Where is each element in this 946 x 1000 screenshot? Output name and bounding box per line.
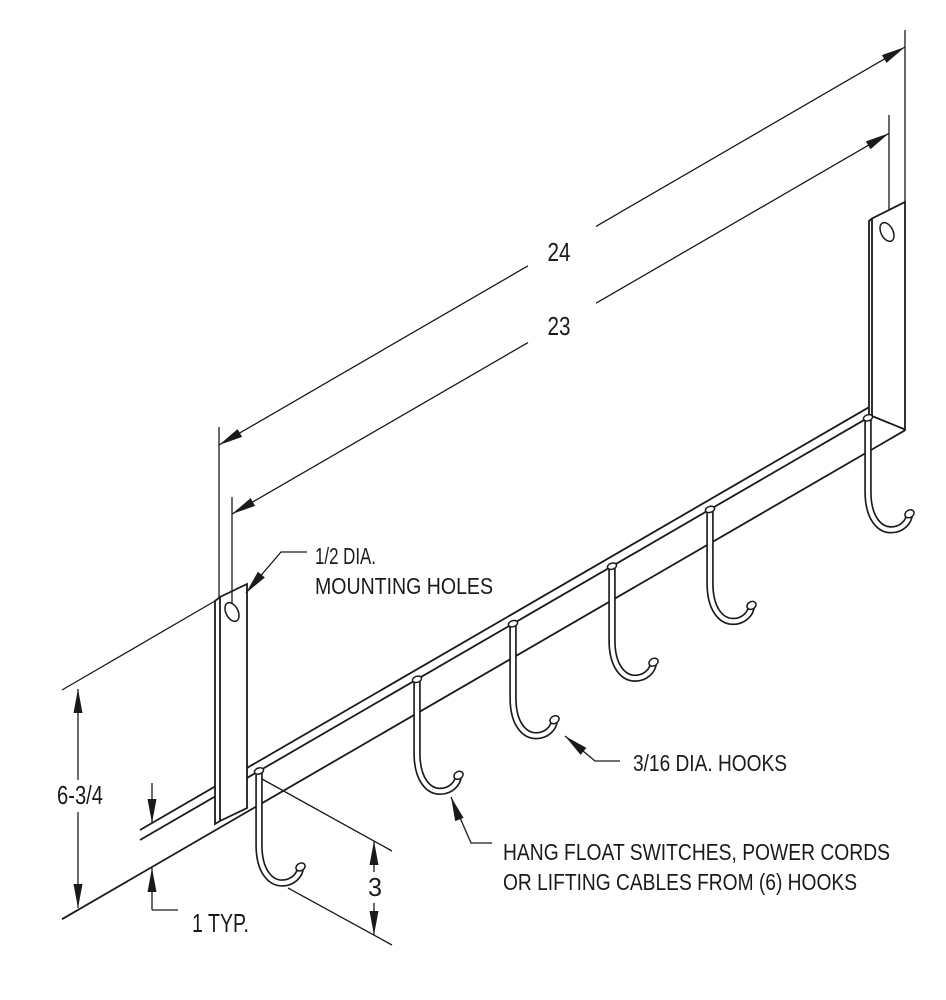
label-text-hole-dia: 1/2 DIA. bbox=[315, 543, 376, 569]
hook-5 bbox=[704, 505, 757, 626]
dimension-hook-length: 3 bbox=[261, 778, 393, 946]
label-text-hook-dia: 3/16 DIA. HOOKS bbox=[633, 750, 787, 776]
arrowhead-23-right bbox=[865, 133, 889, 150]
hooks bbox=[253, 413, 915, 887]
arrowhead-height-bottom bbox=[73, 884, 83, 908]
dim-text-23: 23 bbox=[548, 311, 571, 341]
label-text-usage-1: HANG FLOAT SWITCHES, POWER CORDS bbox=[503, 839, 890, 865]
arrowhead-24-left bbox=[219, 429, 243, 445]
leader-mounting-holes bbox=[245, 551, 307, 594]
dim-line-24-right bbox=[595, 46, 906, 227]
dim-text-hook-length: 3 bbox=[368, 872, 382, 902]
hook-1 bbox=[253, 767, 306, 887]
label-mounting-holes: 1/2 DIA. MOUNTING HOLES bbox=[245, 543, 493, 599]
dim-line-23-right bbox=[595, 132, 890, 304]
arrowhead-leg-up bbox=[147, 868, 157, 892]
arrowhead-usage-note bbox=[451, 797, 464, 822]
arrowhead-hook-dia bbox=[565, 736, 587, 755]
rail-top-back-edge bbox=[139, 416, 870, 841]
dimension-rail-leg: 1 TYP. bbox=[147, 783, 249, 938]
hook-4 bbox=[606, 562, 659, 682]
rail-bottom-edge bbox=[61, 429, 906, 920]
arrowhead-leg-down bbox=[147, 799, 157, 823]
right-mounting-plate bbox=[868, 200, 906, 431]
hook-2 bbox=[411, 675, 464, 796]
dim-line-24-left bbox=[218, 265, 529, 446]
hook-3 bbox=[507, 619, 560, 740]
label-hook-dia: 3/16 DIA. HOOKS bbox=[564, 735, 787, 776]
leader-hook-dia bbox=[564, 735, 620, 762]
dim-text-leg: 1 TYP. bbox=[192, 908, 249, 938]
arrowhead-mounting-holes bbox=[246, 571, 265, 593]
ext-line-hook-bottom bbox=[287, 887, 393, 946]
arrowhead-23-left bbox=[232, 498, 256, 514]
right-mounting-hole bbox=[879, 221, 895, 243]
dim-text-height: 6-3/4 bbox=[57, 780, 103, 810]
left-mounting-hole bbox=[224, 601, 240, 623]
arrowhead-height-top bbox=[73, 689, 83, 713]
label-text-usage-2: OR LIFTING CABLES FROM (6) HOOKS bbox=[503, 869, 857, 895]
arrowhead-hook-down bbox=[369, 911, 379, 935]
dimension-height: 6-3/4 bbox=[57, 600, 216, 908]
left-mounting-plate bbox=[214, 582, 248, 826]
dim-text-24: 24 bbox=[548, 237, 571, 267]
dimension-hole-to-hole: 23 bbox=[231, 115, 890, 604]
dimension-overall-length: 24 bbox=[218, 30, 906, 599]
ext-line-hook-top bbox=[261, 778, 393, 852]
hook-6 bbox=[862, 413, 915, 534]
rail-top-front-edge bbox=[139, 406, 870, 831]
arrowhead-24-right bbox=[881, 47, 905, 63]
label-usage-note: HANG FLOAT SWITCHES, POWER CORDS OR LIFT… bbox=[450, 796, 890, 895]
ext-line-height-top bbox=[61, 600, 216, 691]
dim-line-23-left bbox=[231, 342, 529, 515]
arrowhead-hook-up bbox=[369, 841, 379, 865]
label-text-mounting-holes: MOUNTING HOLES bbox=[315, 573, 493, 599]
rail-face bbox=[140, 417, 905, 874]
